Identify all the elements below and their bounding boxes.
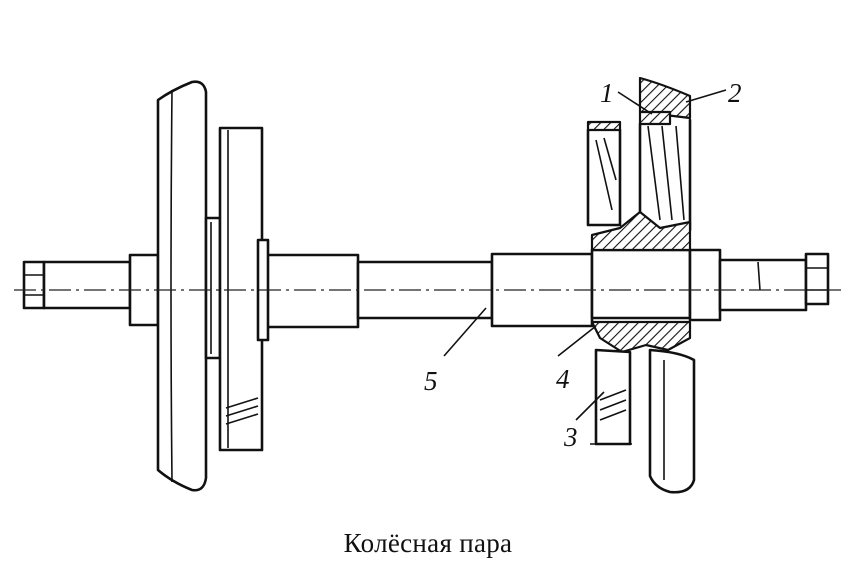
leader-lines bbox=[443, 89, 727, 421]
axle bbox=[22, 248, 830, 329]
right-axle-nut bbox=[804, 252, 830, 306]
callout-3: 3 bbox=[563, 422, 578, 452]
callout-5: 5 bbox=[424, 366, 438, 396]
left-hub-ring bbox=[204, 216, 222, 360]
retaining-ring bbox=[638, 110, 672, 126]
right-journal bbox=[688, 248, 722, 322]
right-tyre-top bbox=[638, 76, 692, 120]
right-tyre-bottom bbox=[648, 348, 696, 494]
callout-4: 4 bbox=[556, 364, 570, 394]
right-gear-top bbox=[586, 120, 622, 132]
left-wheel-rim bbox=[156, 80, 208, 492]
left-gear-body bbox=[218, 126, 264, 452]
right-hub-seat bbox=[590, 248, 692, 320]
left-axle-nut bbox=[22, 260, 46, 310]
figure-caption: Колёсная пара bbox=[343, 528, 513, 558]
callout-2: 2 bbox=[728, 78, 742, 108]
right-hub-bottom bbox=[590, 320, 692, 354]
left-gear-disc bbox=[218, 126, 270, 452]
right-wheel-section bbox=[586, 76, 696, 494]
axle-middle-left bbox=[260, 253, 360, 329]
callout-1: 1 bbox=[600, 78, 614, 108]
right-journal-end bbox=[718, 258, 808, 312]
right-hub-top bbox=[590, 210, 692, 252]
left-wheel bbox=[156, 80, 222, 492]
left-journal bbox=[42, 260, 132, 310]
